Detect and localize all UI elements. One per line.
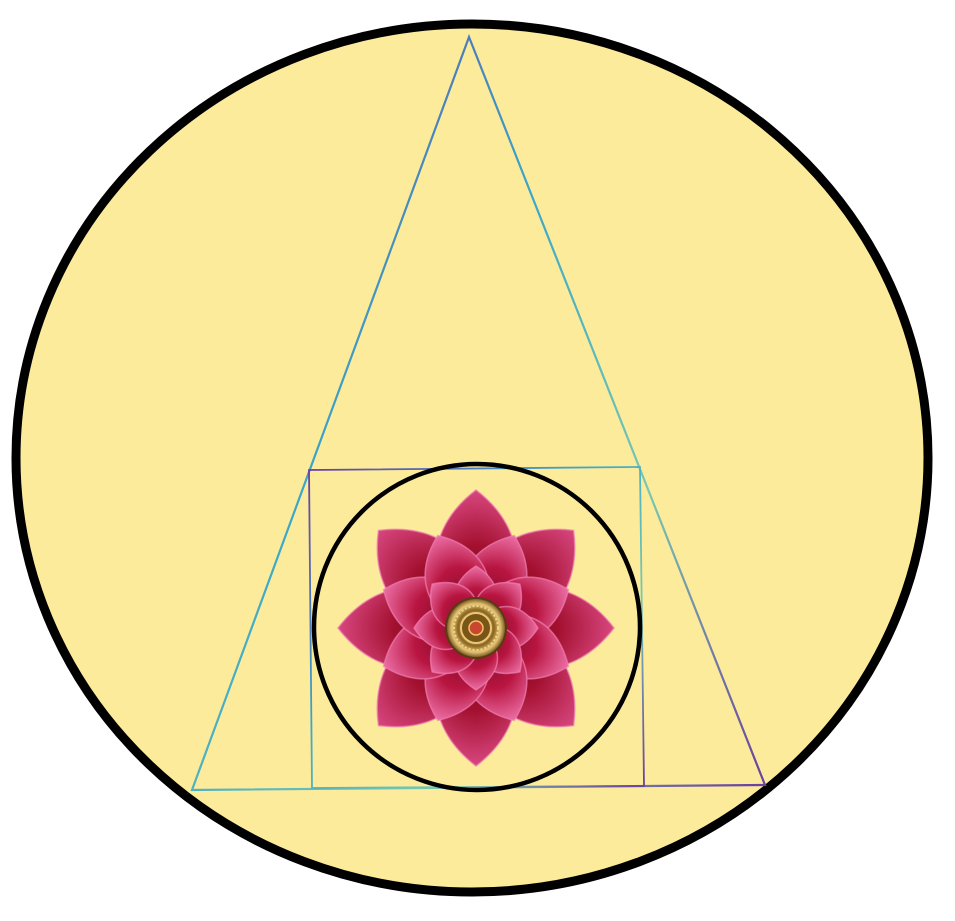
outer-circle-icon <box>11 19 933 897</box>
inner-circle-icon <box>311 461 643 793</box>
square-icon <box>308 466 645 789</box>
lotus-flower-icon <box>337 489 615 767</box>
lotus-center-icon <box>445 597 507 659</box>
